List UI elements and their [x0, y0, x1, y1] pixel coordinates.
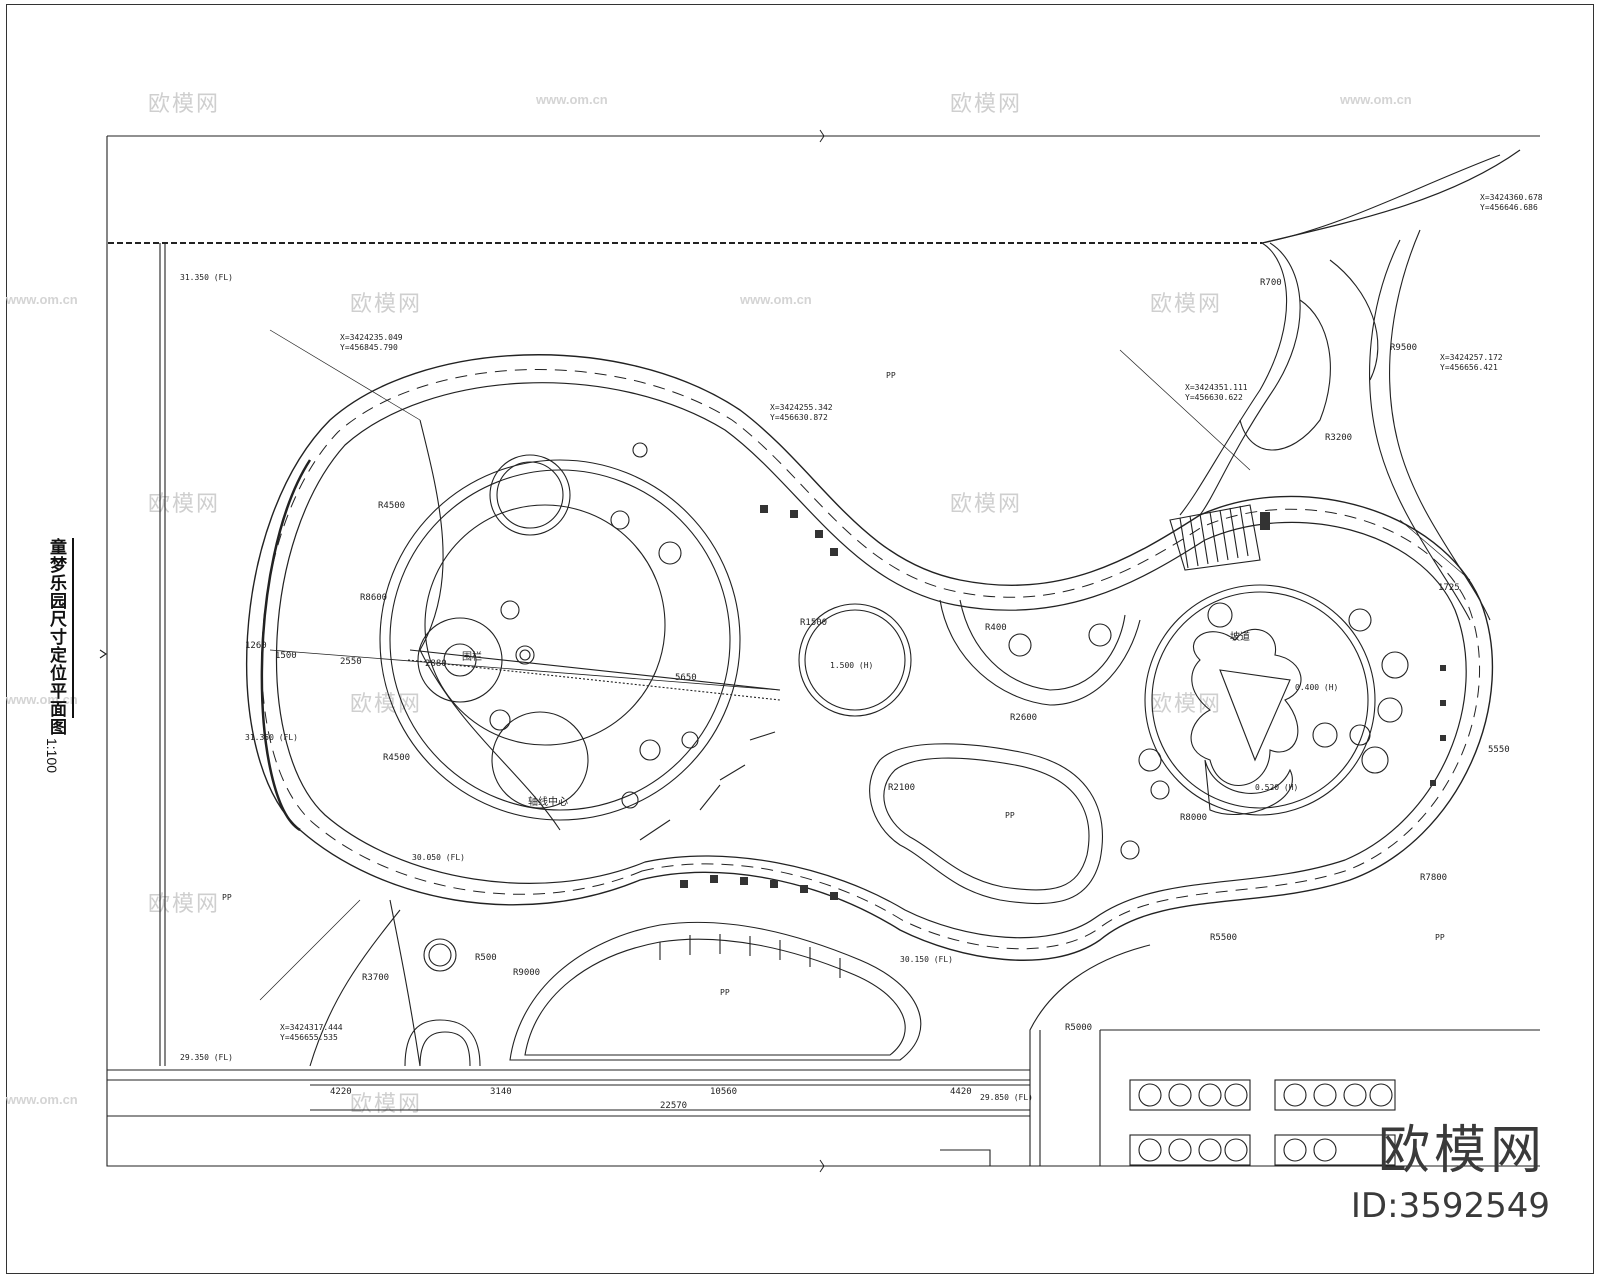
material-label: PP: [1435, 933, 1445, 942]
brand-id: ID:3592549: [1350, 1186, 1550, 1226]
radius-label: R9500: [1390, 343, 1417, 353]
annotation-label: 围栏: [462, 650, 482, 663]
watermark-logo: 欧模网: [148, 92, 221, 117]
watermark-logo: 欧模网: [950, 92, 1023, 117]
elevation-label: 0.400 (H): [1295, 683, 1338, 692]
drawing-title-block: 童梦乐园尺寸定位平面图 1:100: [44, 538, 74, 788]
radius-label: R8000: [1180, 813, 1207, 823]
title-underline: [72, 538, 74, 718]
watermark-logo: 欧模网: [1150, 692, 1223, 717]
radius-label: R1500: [800, 618, 827, 628]
dim-2550: 2550: [340, 657, 362, 667]
annotation-label: 轴线中心: [528, 795, 568, 808]
coordinate-label: X=3424255.342: [770, 403, 833, 412]
watermark-logo: 欧模网: [350, 692, 423, 717]
drawing-title: 童梦乐园尺寸定位平面图: [46, 538, 66, 736]
radius-label: R5500: [1210, 933, 1237, 943]
elevation-label: 30.050 (FL): [412, 853, 465, 862]
elevation-label: 31.350 (FL): [245, 733, 298, 742]
watermark-logo: 欧模网: [350, 1092, 423, 1117]
watermark-logo: 欧模网: [350, 292, 423, 317]
radius-label: R8600: [360, 593, 387, 603]
coordinate-label: Y=456630.622: [1185, 393, 1243, 402]
watermark-url: www.om.cn: [6, 692, 78, 707]
coordinate-label: X=3424235.049: [340, 333, 403, 342]
coordinate-label: Y=456656.421: [1440, 363, 1498, 372]
dim-1500: 1500: [275, 651, 297, 661]
annotation-label: 坡道: [1230, 630, 1250, 643]
coordinate-label: X=3424317.444: [280, 1023, 343, 1032]
radius-label: R2100: [888, 783, 915, 793]
elevation-label: 31.350 (FL): [180, 273, 233, 282]
dim-3140: 3140: [490, 1087, 512, 1097]
watermark-logo: 欧模网: [1150, 292, 1223, 317]
elevation-label: 29.350 (FL): [180, 1053, 233, 1062]
dim-5650: 5650: [675, 673, 697, 683]
material-label: PP: [720, 988, 730, 997]
coordinate-label: Y=456655.535: [280, 1033, 338, 1042]
watermark-url: www.om.cn: [1340, 92, 1412, 107]
watermark-url: www.om.cn: [6, 1092, 78, 1107]
coordinate-label: Y=456845.790: [340, 343, 398, 352]
coordinate-label: Y=456646.686: [1480, 203, 1538, 212]
material-label: PP: [886, 371, 896, 380]
dim-2880: 2880: [425, 659, 447, 669]
radius-label: R5000: [1065, 1023, 1092, 1033]
elevation-label: 30.150 (FL): [900, 955, 953, 964]
elevation-label: 29.850 (FL): [980, 1093, 1033, 1102]
dim-4420: 4420: [950, 1087, 972, 1097]
coordinate-label: Y=456630.872: [770, 413, 828, 422]
watermark-url: www.om.cn: [536, 92, 608, 107]
radius-label: R400: [985, 623, 1007, 633]
watermark-logo: 欧模网: [950, 492, 1023, 517]
radius-label: R4500: [383, 753, 410, 763]
drawing-frame: [6, 4, 1594, 1274]
material-label: PP: [222, 893, 232, 902]
radius-label: R3700: [362, 973, 389, 983]
radius-label: R4500: [378, 501, 405, 511]
dim-10560: 10560: [710, 1087, 737, 1097]
dim-1260: 1260: [245, 641, 267, 651]
elevation-label: 0.520 (H): [1255, 783, 1298, 792]
radius-label: R3200: [1325, 433, 1352, 443]
dim-5550: 5550: [1488, 745, 1510, 755]
watermark-url: www.om.cn: [6, 292, 78, 307]
brand-watermark: 欧模网: [1377, 1121, 1546, 1181]
coordinate-label: X=3424257.172: [1440, 353, 1503, 362]
drawing-scale: 1:100: [44, 738, 60, 774]
radius-label: R7800: [1420, 873, 1447, 883]
radius-label: R2600: [1010, 713, 1037, 723]
watermark-url: www.om.cn: [740, 292, 812, 307]
radius-label: R500: [475, 953, 497, 963]
radius-label: R9000: [513, 968, 540, 978]
material-label: PP: [1005, 811, 1015, 820]
coordinate-label: X=3424360.678: [1480, 193, 1543, 202]
dim-22570: 22570: [660, 1101, 687, 1111]
dim-1725: 1725: [1438, 583, 1460, 593]
dim-4220: 4220: [330, 1087, 352, 1097]
radius-label: R700: [1260, 278, 1282, 288]
coordinate-label: X=3424351.111: [1185, 383, 1248, 392]
elevation-label: 1.500 (H): [830, 661, 873, 670]
